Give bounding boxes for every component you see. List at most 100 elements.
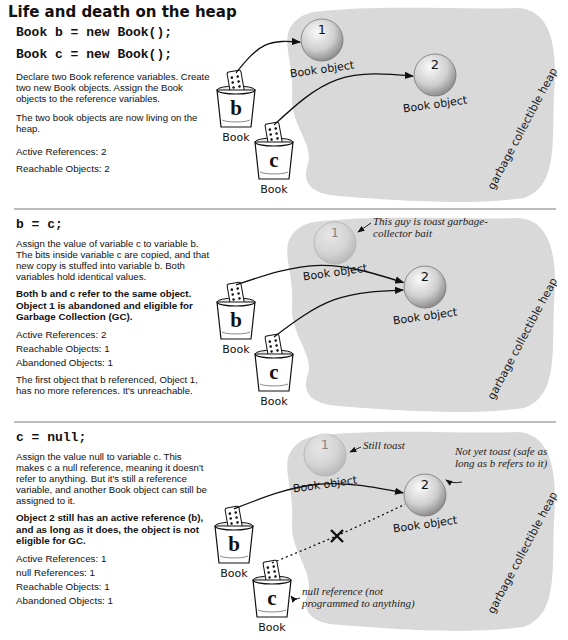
- page-title: Life and death on the heap: [8, 3, 237, 21]
- count-line: Active References: 2: [16, 329, 212, 340]
- description-text: The first object that b referenced, Obje…: [16, 374, 212, 396]
- remote-button: [235, 516, 238, 519]
- object-number: 1: [300, 225, 370, 240]
- cup-groove: [260, 172, 288, 174]
- remote-button: [231, 293, 234, 296]
- object-number: 2: [390, 269, 460, 284]
- type-label: Book: [206, 567, 262, 580]
- variable-name: b: [214, 309, 258, 331]
- cup-rim: [217, 90, 255, 94]
- remote-button: [268, 340, 271, 343]
- cup-groove: [222, 332, 250, 334]
- remote-button: [274, 339, 277, 342]
- object-number: 1: [287, 22, 357, 37]
- remote-button: [230, 288, 233, 291]
- variable-name: b: [212, 533, 256, 555]
- reference-arrow: [234, 484, 403, 509]
- type-label: Book: [246, 395, 302, 408]
- remote-button: [238, 297, 241, 300]
- panel-divider: [14, 422, 556, 423]
- reference-variable: bBook: [214, 282, 258, 360]
- heap-blob: [287, 8, 555, 202]
- cup-rim: [255, 354, 293, 358]
- variable-name: c: [250, 587, 294, 609]
- description-text: Declare two Book reference variables. Cr…: [16, 71, 212, 104]
- book-object: 1Book object: [290, 433, 360, 497]
- leader-line: [350, 447, 361, 452]
- count-line: Abandoned Objects: 1: [16, 357, 212, 368]
- code-line: Book b = new Book();: [16, 25, 212, 41]
- description-text: Assign the value null to variable c. Thi…: [16, 451, 212, 506]
- remote-button: [268, 576, 271, 579]
- code-line: b = c;: [16, 217, 212, 233]
- reference-variable: cBook: [252, 334, 296, 412]
- cup-rim: [253, 580, 291, 584]
- leader-line: [358, 223, 371, 232]
- panel-divider: [14, 209, 556, 210]
- text-column: c = null; Assign the value null to variab…: [16, 430, 212, 606]
- reference-variable: bBook: [214, 70, 258, 148]
- heap-blob: [287, 432, 555, 631]
- book-object: 1Book object: [287, 18, 357, 82]
- code-line: c = null;: [16, 430, 212, 446]
- remote-button: [237, 80, 240, 83]
- cup-groove: [222, 120, 250, 122]
- heap-area: garbage collectible heap1Book object2Boo…: [268, 4, 560, 204]
- remote-button: [272, 565, 275, 568]
- remote-button: [276, 349, 279, 352]
- cup-groove: [258, 610, 286, 612]
- cup-groove: [220, 556, 248, 558]
- book-object: 2Book object: [390, 473, 460, 537]
- remote-button: [267, 571, 270, 574]
- type-label: Book: [244, 621, 300, 634]
- cup-rim: [215, 526, 253, 530]
- count-line: Reachable Objects: 2: [16, 163, 212, 174]
- remote-button: [270, 350, 273, 353]
- reference-arrow: [274, 290, 403, 337]
- remote-button: [275, 344, 278, 347]
- remote-button: [236, 521, 239, 524]
- heap-area: garbage collectible heap1Book object2Boo…: [268, 428, 560, 633]
- count-line: Active References: 1: [16, 553, 212, 564]
- remote-button: [229, 517, 232, 520]
- reference-variable: cBook: [250, 560, 294, 638]
- remote-button: [236, 287, 239, 290]
- text-column: b = c;Assign the value of variable c to …: [16, 217, 212, 396]
- remote-button: [232, 86, 235, 89]
- heap-area: garbage collectible heap1Book object2Boo…: [268, 214, 560, 414]
- remote-button: [230, 522, 233, 525]
- reference-variable: bBook: [212, 506, 256, 584]
- object-number: 2: [390, 477, 460, 492]
- remote-button: [276, 137, 279, 140]
- description-text: The two book objects are now living on t…: [16, 112, 212, 134]
- book-object: 2Book object: [390, 265, 460, 329]
- leader-line: [291, 596, 300, 599]
- key-point: Object 2 still has an active reference (…: [16, 512, 212, 547]
- object-number: 1: [290, 437, 360, 452]
- text-column: Book b = new Book();Book c = new Book();…: [16, 25, 212, 174]
- broken-reference: [272, 504, 405, 563]
- remote-button: [274, 127, 277, 130]
- leader-line: [446, 480, 462, 483]
- remote-button: [228, 512, 231, 515]
- remote-button: [231, 81, 234, 84]
- remote-button: [269, 133, 272, 136]
- broken-reference-x: [331, 530, 343, 542]
- remote-button: [273, 570, 276, 573]
- remote-button: [266, 566, 269, 569]
- cup-rim: [255, 142, 293, 146]
- heap-blob: [287, 218, 555, 412]
- variable-name: c: [252, 149, 296, 171]
- remote-button: [230, 76, 233, 79]
- count-line: Reachable Objects: 1: [16, 343, 212, 354]
- reference-arrow: [236, 41, 300, 73]
- remote-button: [238, 85, 241, 88]
- count-line: Abandoned Objects: 1: [16, 595, 212, 606]
- remote-button: [268, 128, 271, 131]
- cup-groove: [260, 384, 288, 386]
- remote-button: [234, 511, 237, 514]
- count-line: Active References: 2: [16, 146, 212, 157]
- remote-button: [270, 138, 273, 141]
